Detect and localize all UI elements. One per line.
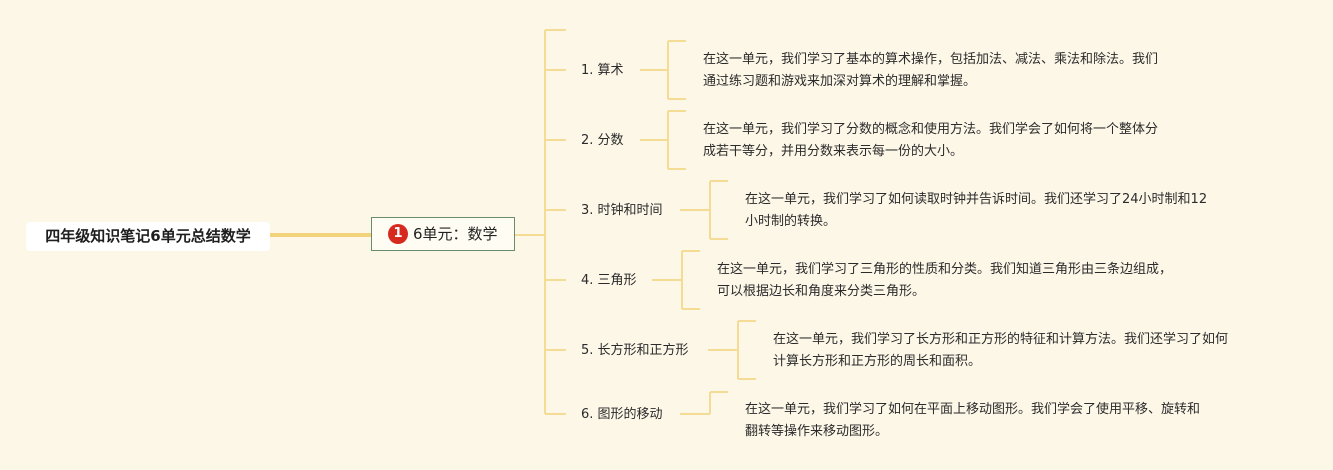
topic-label: 5. 长方形和正方形 <box>581 343 689 358</box>
topic-node-shape-movement[interactable]: 6. 图形的移动 <box>581 406 663 424</box>
note-line: 计算长方形和正方形的周长和面积。 <box>773 354 982 369</box>
root-node[interactable]: 四年级知识笔记6单元总结数学 <box>26 222 270 251</box>
topic-node-arithmetic[interactable]: 1. 算术 <box>581 62 624 80</box>
note-line: 小时制的转换。 <box>745 214 837 229</box>
note-arithmetic: 在这一单元，我们学习了基本的算术操作，包括加法、减法、乘法和除法。我们 通过练习… <box>703 49 1158 93</box>
note-line: 成若干等分，并用分数来表示每一份的大小。 <box>703 144 964 159</box>
note-line: 翻转等操作来移动图形。 <box>745 424 889 439</box>
unit-label: 6单元：数学 <box>413 225 498 243</box>
topic-node-triangles[interactable]: 4. 三角形 <box>581 272 637 290</box>
topic-label: 1. 算术 <box>581 63 624 78</box>
topic-node-clock-time[interactable]: 3. 时钟和时间 <box>581 202 663 220</box>
root-label: 四年级知识笔记6单元总结数学 <box>45 227 251 245</box>
note-line: 可以根据边长和角度来分类三角形。 <box>717 284 926 299</box>
note-line: 通过练习题和游戏来加深对算术的理解和掌握。 <box>703 74 977 89</box>
note-line: 在这一单元，我们学习了分数的概念和使用方法。我们学会了如何将一个整体分 <box>703 122 1159 137</box>
topic-label: 6. 图形的移动 <box>581 407 663 422</box>
note-fractions: 在这一单元，我们学习了分数的概念和使用方法。我们学会了如何将一个整体分 成若干等… <box>703 119 1158 163</box>
note-line: 在这一单元，我们学习了长方形和正方形的特征和计算方法。我们还学习了如何 <box>773 332 1229 347</box>
note-line: 在这一单元，我们学习了如何在平面上移动图形。我们学会了使用平移、旋转和 <box>745 402 1201 417</box>
topic-node-fractions[interactable]: 2. 分数 <box>581 132 624 150</box>
topic-label: 3. 时钟和时间 <box>581 203 663 218</box>
unit-node[interactable]: 1 6单元：数学 <box>371 217 515 251</box>
note-rectangles-squares: 在这一单元，我们学习了长方形和正方形的特征和计算方法。我们还学习了如何 计算长方… <box>773 329 1228 373</box>
topic-label: 2. 分数 <box>581 133 624 148</box>
note-clock-time: 在这一单元，我们学习了如何读取时钟并告诉时间。我们还学习了24小时制和12 小时… <box>745 189 1207 233</box>
note-shape-movement: 在这一单元，我们学习了如何在平面上移动图形。我们学会了使用平移、旋转和 翻转等操… <box>745 399 1200 443</box>
priority-badge: 1 <box>388 224 408 244</box>
note-line: 在这一单元，我们学习了基本的算术操作，包括加法、减法、乘法和除法。我们 <box>703 52 1159 67</box>
note-triangles: 在这一单元，我们学习了三角形的性质和分类。我们知道三角形由三条边组成， 可以根据… <box>717 259 1172 303</box>
topic-label: 4. 三角形 <box>581 273 637 288</box>
note-line: 在这一单元，我们学习了三角形的性质和分类。我们知道三角形由三条边组成， <box>717 262 1173 277</box>
note-line: 在这一单元，我们学习了如何读取时钟并告诉时间。我们还学习了24小时制和12 <box>745 192 1208 207</box>
topic-node-rectangles-squares[interactable]: 5. 长方形和正方形 <box>581 342 689 360</box>
